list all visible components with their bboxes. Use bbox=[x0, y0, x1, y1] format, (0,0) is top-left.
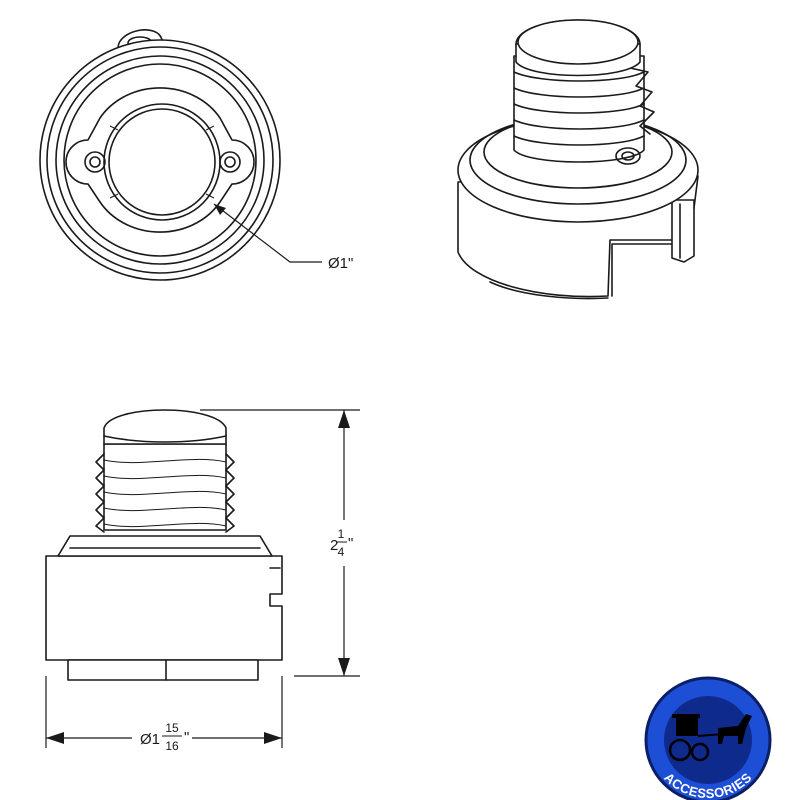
height-denominator: 4 bbox=[338, 545, 345, 559]
horse-and-buggy-logo: HORSE & BUGGY ACCESSORIES bbox=[644, 657, 772, 800]
isometric-view bbox=[457, 19, 699, 300]
base-diameter-label: Ø1 bbox=[140, 731, 160, 748]
inner-diameter-callout: Ø1" bbox=[213, 203, 353, 272]
base-diameter-numerator: 15 bbox=[165, 721, 179, 735]
side-view bbox=[45, 409, 283, 681]
horse-and-buggy-icon bbox=[668, 714, 752, 762]
inner-diameter-unit: " bbox=[348, 255, 353, 272]
height-dimension: 2 1 4 " bbox=[200, 409, 360, 677]
height-unit: " bbox=[348, 535, 353, 552]
base-diameter-denominator: 16 bbox=[165, 739, 179, 753]
height-whole: 2 bbox=[330, 537, 338, 554]
base-diameter-dimension: Ø1 15 16 " bbox=[45, 676, 283, 753]
inner-diameter-label: Ø1 bbox=[328, 255, 348, 272]
top-view bbox=[39, 29, 281, 281]
svg-text:Ø1": Ø1" bbox=[328, 255, 353, 272]
base-diameter-unit: " bbox=[184, 729, 189, 746]
height-numerator: 1 bbox=[338, 527, 345, 541]
